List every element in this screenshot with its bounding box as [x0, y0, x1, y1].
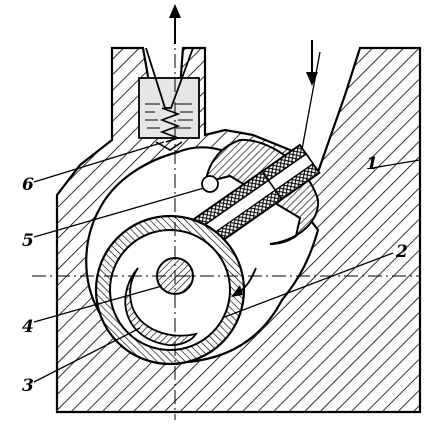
crescent-insert	[124, 267, 199, 346]
callout-label-1: 1	[366, 154, 378, 174]
arrow-down-icon	[306, 40, 318, 86]
arrow-up-icon	[169, 4, 181, 44]
center-lines	[32, 30, 420, 420]
outlet-funnel	[145, 47, 194, 109]
swivel-seat-pivot	[201, 175, 219, 193]
rotation-arrowhead	[231, 285, 243, 297]
liquid-dashes	[145, 103, 193, 129]
callout-label-6: 6	[22, 175, 34, 195]
callout-label-4: 4	[22, 317, 34, 337]
valve-spring	[159, 107, 181, 143]
callout-label-5: 5	[22, 231, 34, 251]
callout-label-2: 2	[395, 242, 408, 262]
valve-tip	[155, 141, 183, 151]
leader-lines	[33, 141, 421, 383]
inlet-channel	[299, 51, 321, 161]
callout-label-3: 3	[22, 376, 34, 396]
